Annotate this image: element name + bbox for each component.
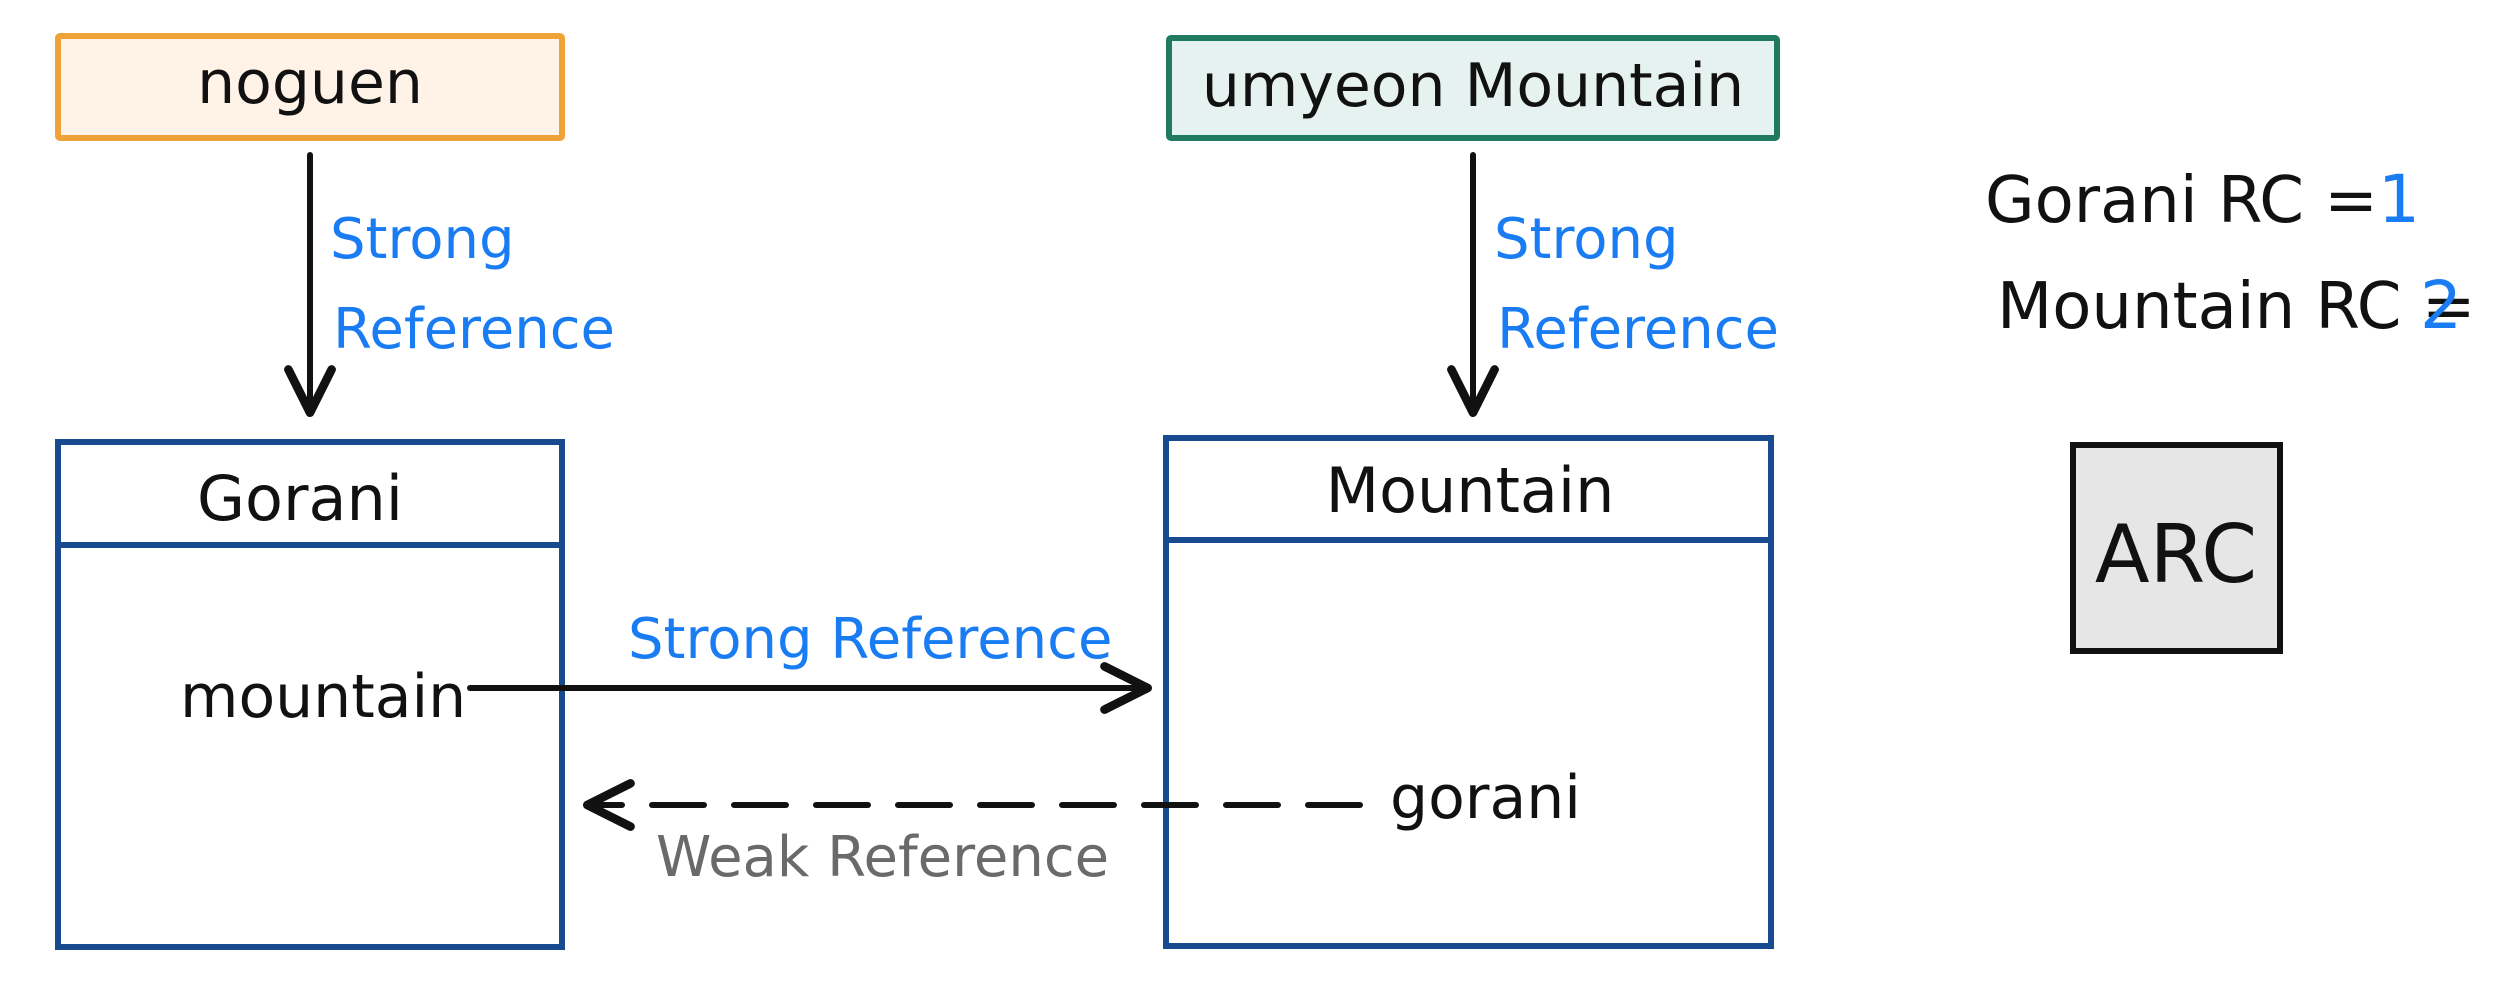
umyeon-to-mountain-label-line1: Strong — [1494, 207, 1679, 272]
arc-box-label: ARC — [2095, 508, 2257, 601]
class-mountain-box — [1163, 435, 1774, 949]
gorani-to-mountain-label: Strong Reference — [628, 607, 1112, 672]
umyeon-to-mountain-label-line2: Reference — [1497, 297, 1779, 362]
gorani-rc-value: 1 — [2378, 161, 2420, 238]
owner-noguen: noguen — [55, 33, 565, 141]
gorani-to-mountain-reference: Strong Reference — [467, 607, 1153, 714]
class-mountain: Mountain gorani — [1163, 435, 1774, 949]
class-mountain-property: gorani — [1390, 763, 1581, 833]
umyeon-to-mountain-reference: Strong Reference — [1447, 152, 1779, 418]
mountain-to-gorani-label: Weak Reference — [656, 825, 1109, 890]
owner-umyeon-box — [1166, 35, 1780, 141]
noguen-to-gorani-reference: Strong Reference — [284, 152, 615, 418]
mountain-to-gorani-reference: Weak Reference — [582, 779, 1363, 890]
owner-umyeon-mountain: umyeon Mountain — [1166, 35, 1780, 141]
class-gorani-box — [55, 439, 565, 950]
mountain-rc-value: 2 — [2420, 267, 2462, 344]
class-mountain-title: Mountain — [1326, 454, 1615, 527]
noguen-to-gorani-label-line2: Reference — [333, 297, 615, 362]
owner-noguen-label: noguen — [197, 48, 423, 118]
class-gorani: Gorani mountain — [55, 439, 565, 950]
arc-box-rect — [2070, 442, 2283, 654]
class-gorani-title: Gorani — [197, 462, 403, 535]
arc-box: ARC — [2070, 442, 2283, 654]
noguen-to-gorani-label-line1: Strong — [330, 207, 515, 272]
owner-umyeon-label: umyeon Mountain — [1202, 51, 1744, 121]
class-gorani-property: mountain — [180, 662, 466, 732]
reference-counts: Gorani RC = 1 Mountain RC = 2 — [1985, 161, 2475, 344]
mountain-rc-label: Mountain RC = — [1997, 270, 2475, 344]
owner-noguen-box — [55, 33, 565, 141]
gorani-rc-label: Gorani RC = — [1985, 164, 2378, 238]
